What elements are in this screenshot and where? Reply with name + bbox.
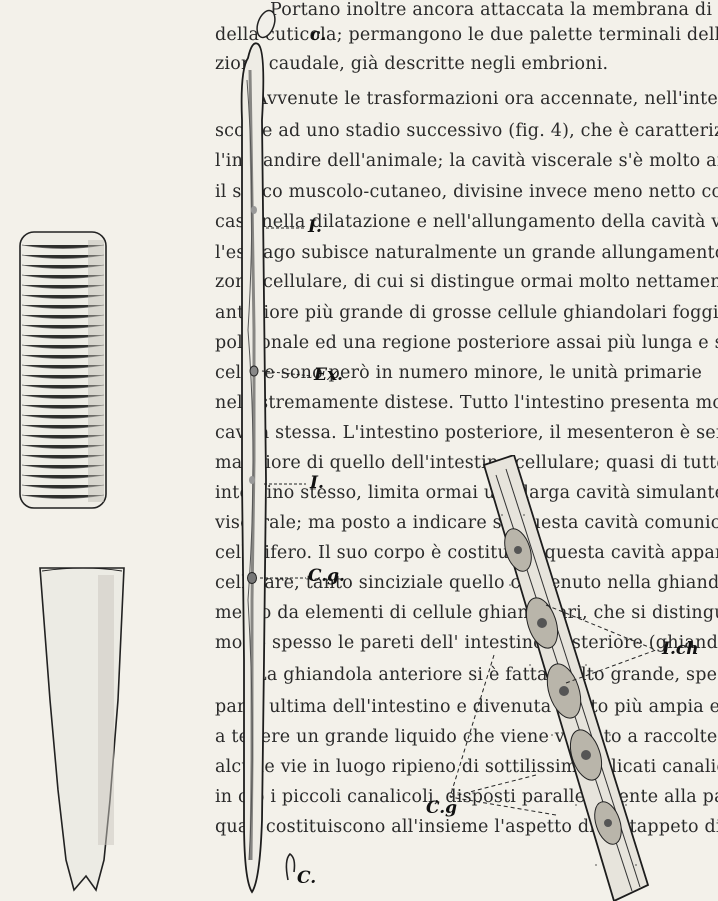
- worm-segment-figure: [0, 0, 215, 901]
- label-cg: C.g.: [308, 566, 345, 586]
- cell-detail-figure: [436, 455, 718, 901]
- larva-figure: [222, 0, 332, 901]
- label-cg-detail: C.g: [426, 798, 457, 818]
- text-line: Portano inoltre ancora attaccata la memb…: [270, 0, 718, 20]
- label-ich: I.ch: [662, 639, 699, 659]
- label-i-upper: I.: [308, 217, 322, 237]
- label-c-top: c.: [310, 25, 326, 45]
- label-c-bottom: C.: [297, 868, 316, 888]
- label-i-lower: I.: [310, 473, 324, 493]
- label-ex: Ex.: [314, 365, 343, 385]
